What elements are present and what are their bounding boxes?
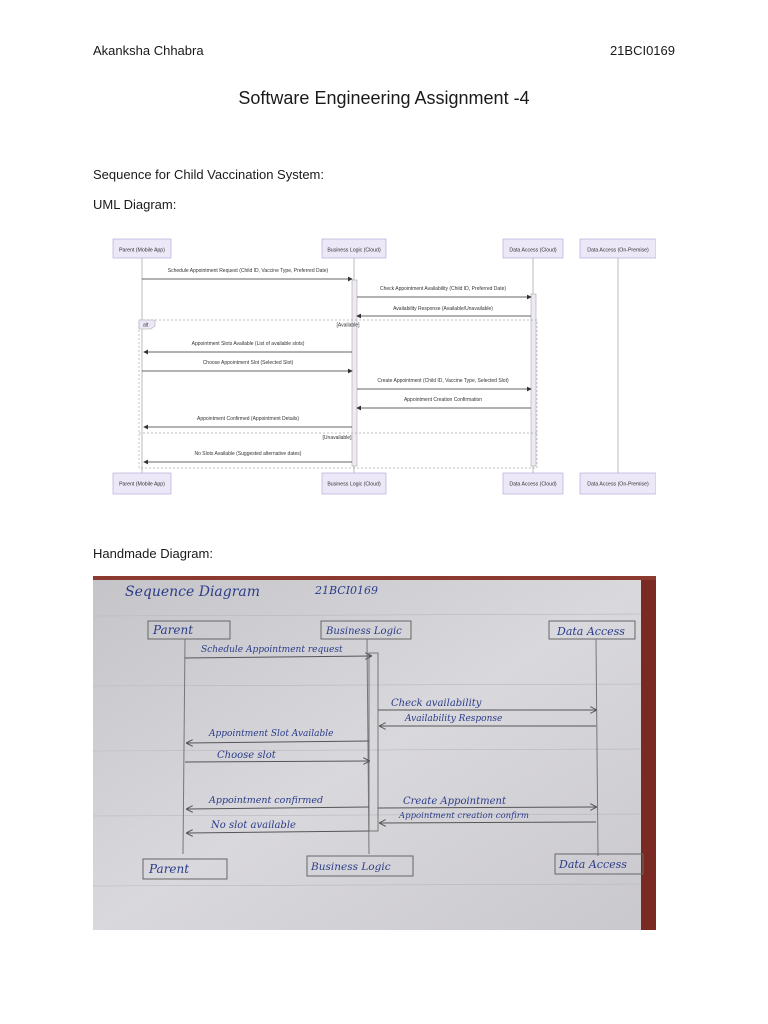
uml-participant-bottom-4: Data Access (On-Premise): [587, 482, 649, 488]
uml-message-5: Choose Appointment Slot (Selected Slot): [203, 360, 294, 366]
hand-message-5: Choose slot: [217, 750, 277, 761]
page-title: Software Engineering Assignment -4: [238, 88, 530, 108]
hand-message-3: Availability Response: [404, 714, 502, 724]
uml-participant-top-2: Business Logic (Cloud): [327, 248, 381, 254]
uml-message-4: Appointment Slots Available (List of ava…: [192, 341, 305, 347]
hand-participant-parent: Parent: [152, 623, 193, 637]
hand-message-6: Appointment confirmed: [208, 795, 323, 806]
hand-message-1: Schedule Appointment request: [201, 645, 343, 655]
uml-participant-bottom-3: Data Access (Cloud): [509, 482, 557, 488]
handmade-diagram-photo: Sequence Diagram 21BCI0169 Parent Busine…: [93, 576, 656, 930]
uml-message-7: Appointment Creation Confirmation: [404, 397, 482, 403]
uml-message-3: Availability Response (Available/Unavail…: [393, 306, 493, 312]
hand-id: 21BCI0169: [314, 584, 378, 597]
hand-message-2: Check availability: [391, 698, 482, 709]
handmade-heading: Handmade Diagram:: [93, 546, 213, 561]
uml-alt-label: alt: [143, 323, 149, 329]
hand-participant-business-logic-bottom: Business Logic: [310, 861, 391, 873]
uml-message-2: Check Appointment Availability (Child ID…: [380, 286, 506, 292]
hand-message-8: Appointment creation confirm: [398, 811, 529, 821]
uml-guard-available: [Available]: [337, 323, 361, 329]
student-id: 21BCI0169: [609, 43, 675, 58]
uml-participant-top-1: Parent (Mobile App): [119, 248, 165, 254]
uml-diagram: Parent (Mobile App) Business Logic (Clou…: [93, 228, 656, 498]
uml-participant-top-3: Data Access (Cloud): [509, 248, 557, 254]
hand-message-4: Appointment Slot Available: [208, 729, 333, 739]
uml-heading: UML Diagram:: [93, 197, 177, 212]
uml-message-1: Schedule Appointment Request (Child ID, …: [168, 268, 329, 274]
uml-message-9: No Slots Available (Suggested alternativ…: [195, 451, 302, 457]
hand-participant-parent-bottom: Parent: [148, 862, 189, 876]
uml-message-6: Create Appointment (Child ID, Vaccine Ty…: [377, 378, 509, 384]
uml-message-8: Appointment Confirmed (Appointment Detai…: [197, 416, 299, 422]
uml-participant-bottom-1: Parent (Mobile App): [119, 482, 165, 488]
author-name: Akanksha Chhabra: [93, 43, 204, 58]
hand-title: Sequence Diagram: [125, 584, 260, 600]
sequence-heading: Sequence for Child Vaccination System:: [93, 167, 324, 182]
uml-participant-top-4: Data Access (On-Premise): [587, 248, 649, 254]
uml-participant-bottom-2: Business Logic (Cloud): [327, 482, 381, 488]
hand-participant-business-logic: Business Logic: [325, 626, 402, 637]
hand-participant-data-access: Data Access: [556, 625, 625, 638]
hand-message-9: No slot available: [210, 820, 296, 831]
uml-guard-unavailable: [Unavailable]: [323, 435, 353, 441]
hand-message-7: Create Appointment: [403, 796, 507, 807]
hand-participant-data-access-bottom: Data Access: [558, 858, 627, 871]
